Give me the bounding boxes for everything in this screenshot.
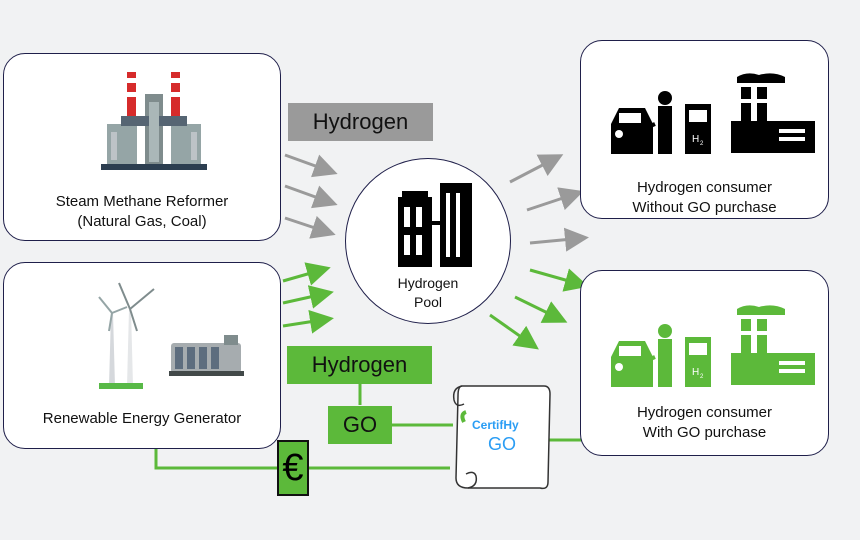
svg-text:2: 2 bbox=[700, 374, 704, 380]
svg-text:H: H bbox=[692, 134, 699, 145]
fuel-station-green-icon: H 2 bbox=[611, 324, 711, 387]
consumer-without-go-sublabel: Without GO purchase bbox=[632, 199, 777, 216]
fuel-station-black-icon: H 2 bbox=[611, 91, 711, 154]
consumer-with-go-sublabel: With GO purchase bbox=[642, 424, 767, 441]
euro-tag: € bbox=[277, 440, 309, 496]
certificate-go-label: GO bbox=[488, 434, 517, 454]
plant-icon bbox=[398, 183, 472, 267]
go-tag: GO bbox=[328, 406, 392, 444]
consumer-with-go-box: H 2 Hydrogen consumer With GO purchase bbox=[580, 270, 829, 456]
steam-methane-reformer-box: Steam Methane Reformer (Natural Gas, Coa… bbox=[3, 53, 281, 241]
steam-reformer-sublabel: (Natural Gas, Coal) bbox=[77, 213, 207, 230]
grey-input-arrows bbox=[284, 153, 338, 239]
pool-label-line1: Hydrogen bbox=[397, 275, 459, 291]
wind-turbine-icon bbox=[98, 282, 155, 389]
scroll-icon bbox=[452, 385, 551, 490]
pool-label-line2: Pool bbox=[413, 294, 443, 310]
factory-black-icon bbox=[731, 73, 815, 153]
certifhy-brand: CertifHy bbox=[472, 418, 519, 432]
svg-text:H: H bbox=[692, 367, 699, 378]
grey-hydrogen-tag: Hydrogen bbox=[288, 103, 433, 141]
hydrogen-pool: Hydrogen Pool bbox=[345, 158, 511, 324]
grey-output-arrows bbox=[509, 154, 589, 252]
renewable-generator-box: Renewable Energy Generator bbox=[3, 262, 281, 449]
electrolyzer-icon bbox=[169, 335, 244, 376]
green-input-arrows bbox=[282, 262, 334, 334]
steam-reformer-label: Steam Methane Reformer bbox=[55, 193, 229, 210]
green-output-arrows bbox=[489, 268, 589, 350]
consumer-without-go-box: H 2 Hydrogen consumer Without GO purchas… bbox=[580, 40, 829, 219]
renewable-generator-label: Renewable Energy Generator bbox=[42, 410, 242, 427]
refinery-icon bbox=[101, 72, 207, 170]
go-certificate: CertifHy GO bbox=[448, 382, 552, 492]
consumer-without-go-label: Hydrogen consumer bbox=[636, 179, 773, 196]
factory-green-icon bbox=[731, 305, 815, 385]
green-hydrogen-tag: Hydrogen bbox=[287, 346, 432, 384]
consumer-with-go-label: Hydrogen consumer bbox=[636, 404, 773, 421]
svg-text:2: 2 bbox=[700, 141, 704, 147]
pool-label: Hydrogen Pool bbox=[346, 274, 510, 312]
